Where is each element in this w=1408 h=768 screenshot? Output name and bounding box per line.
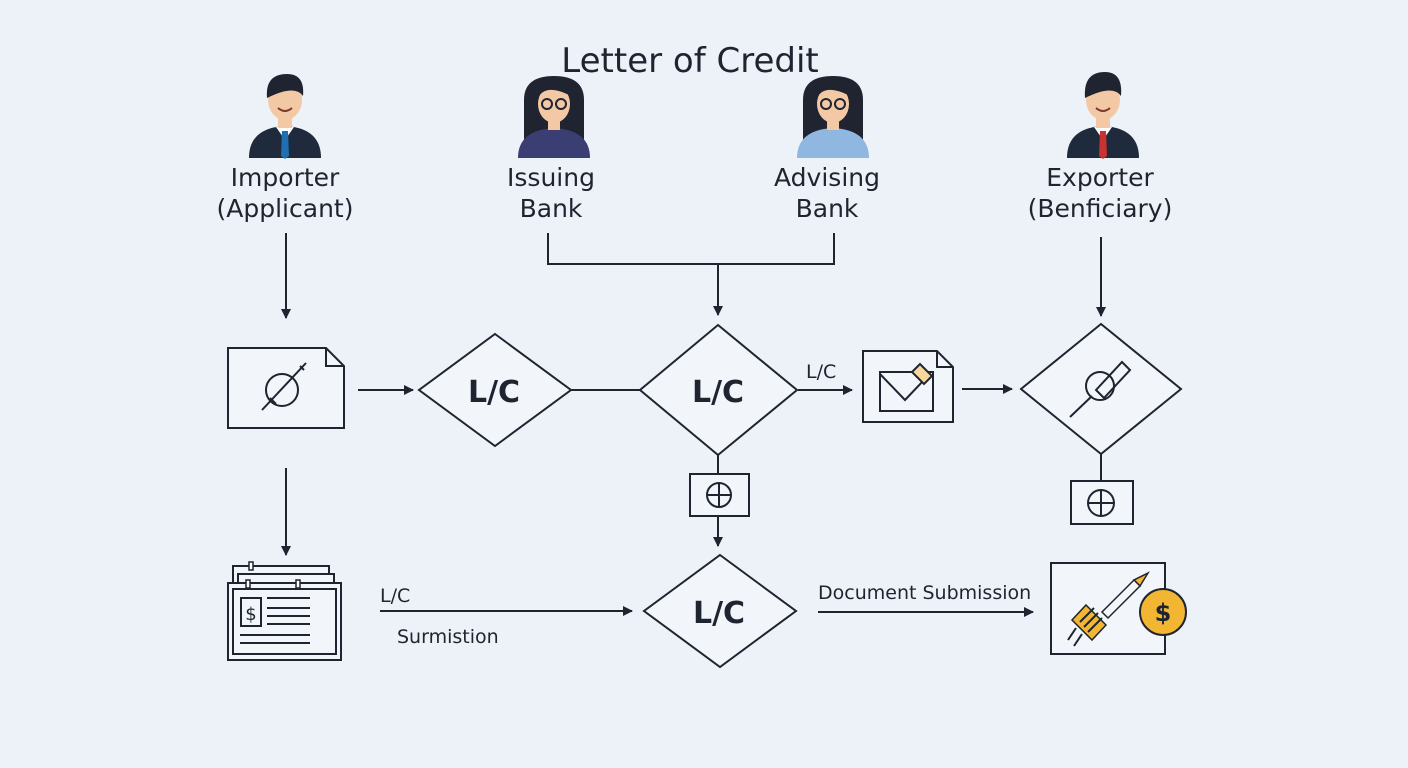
svg-text:$: $ xyxy=(1155,599,1172,627)
importer-sublabel: (Applicant) xyxy=(217,194,354,223)
seal-icon-exporter xyxy=(1070,480,1134,525)
edge-label-lc-submission: L/C xyxy=(380,585,410,607)
envelope-icon xyxy=(862,350,954,423)
lc-diamond-2-label: L/C xyxy=(692,375,744,410)
payment-pen-coin-icon: $ xyxy=(1050,562,1187,655)
importer-avatar xyxy=(249,74,321,159)
lc-diamond-1: L/C xyxy=(417,332,573,448)
lc-diamond-1-label: L/C xyxy=(468,375,520,410)
exporter-sublabel: (Benficiary) xyxy=(1028,194,1173,223)
issuing-bank-avatar xyxy=(518,76,590,158)
svg-text:$: $ xyxy=(245,604,256,625)
advising-bank-sublabel: Bank xyxy=(796,194,859,223)
issuing-bank-label: Issuing xyxy=(507,163,595,192)
diagram-title: Letter of Credit xyxy=(561,41,818,81)
importer-label: Importer xyxy=(231,163,340,192)
banks-join-line xyxy=(547,233,835,265)
exporter-label: Exporter xyxy=(1046,163,1154,192)
edge-label-lc: L/C xyxy=(806,361,836,383)
edge-label-document-submission: Document Submission xyxy=(818,582,1031,604)
pen-document-icon xyxy=(227,347,345,429)
edge-label-surmistion: Surmistion xyxy=(397,626,499,648)
signature-pen-diamond xyxy=(1019,322,1183,456)
lc-diamond-2: L/C xyxy=(638,323,799,457)
advising-bank-avatar xyxy=(797,76,869,158)
issuing-bank-sublabel: Bank xyxy=(520,194,583,223)
exporter-avatar xyxy=(1067,72,1139,159)
advising-bank-label: Advising xyxy=(774,163,880,192)
ledger-dollar-icon: $ xyxy=(227,561,342,661)
seal-icon xyxy=(689,473,750,517)
lc-diamond-4-label: L/C xyxy=(693,596,745,631)
lc-diamond-4: L/C xyxy=(642,553,798,669)
